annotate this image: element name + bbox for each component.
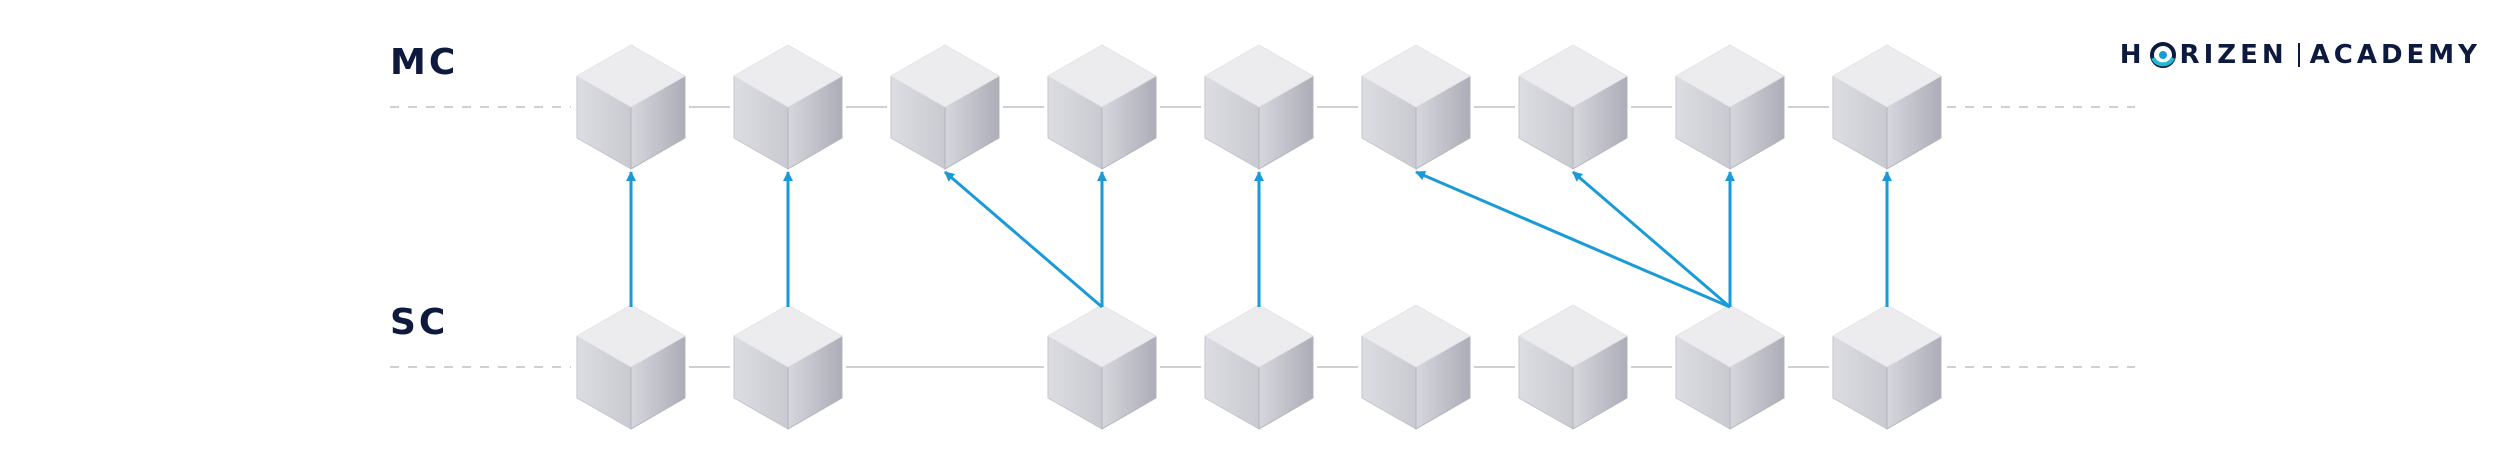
sc-block-8 — [1832, 304, 1942, 430]
sc-block-7 — [1675, 304, 1785, 430]
cube-top-face — [1675, 44, 1785, 108]
mc-block-2 — [733, 44, 843, 170]
logo-academy: ACADEMY — [2309, 40, 2481, 70]
horizen-academy-logo: H RIZEN ACADEMY — [2120, 40, 2481, 70]
cube-top-face — [1047, 304, 1157, 368]
mc-block-1 — [576, 44, 686, 170]
horizen-o-icon — [2149, 42, 2176, 68]
cube-top-face — [890, 44, 1000, 108]
mc-block-7 — [1518, 44, 1628, 170]
cube-top-face — [1204, 44, 1314, 108]
cube-top-face — [1047, 44, 1157, 108]
sc-row-label: SC — [390, 302, 449, 343]
cube-top-face — [1832, 44, 1942, 108]
mc-block-5 — [1204, 44, 1314, 170]
cube-top-face — [576, 44, 686, 108]
sc-block-4 — [1204, 304, 1314, 430]
reference-arrow-sc7-to-mc6 — [1415, 170, 1731, 309]
cube-top-face — [1204, 304, 1314, 368]
mc-row-label: MC — [390, 42, 459, 83]
logo-horizen: H RIZEN — [2120, 40, 2288, 70]
cube-top-face — [1832, 304, 1942, 368]
sc-block-1 — [576, 304, 686, 430]
cube-top-face — [733, 304, 843, 368]
logo-rizen: RIZEN — [2179, 40, 2288, 70]
mc-block-6 — [1361, 44, 1471, 170]
mc-block-3 — [890, 44, 1000, 170]
mc-block-8 — [1675, 44, 1785, 170]
cube-top-face — [1518, 44, 1628, 108]
cube-top-face — [1518, 304, 1628, 368]
mc-block-4 — [1047, 44, 1157, 170]
logo-divider — [2297, 43, 2300, 67]
cube-top-face — [576, 304, 686, 368]
cube-top-face — [1361, 44, 1471, 108]
cube-top-face — [1361, 304, 1471, 368]
reference-arrow-sc7-to-mc7 — [1572, 170, 1731, 309]
cube-top-face — [733, 44, 843, 108]
sc-block-2 — [733, 304, 843, 430]
cube-top-face — [1675, 304, 1785, 368]
reference-arrow-sc3-to-mc3 — [944, 170, 1103, 309]
sc-block-6 — [1518, 304, 1628, 430]
mc-block-9 — [1832, 44, 1942, 170]
logo-letter-h: H — [2119, 40, 2146, 70]
sc-block-3 — [1047, 304, 1157, 430]
sc-block-5 — [1361, 304, 1471, 430]
